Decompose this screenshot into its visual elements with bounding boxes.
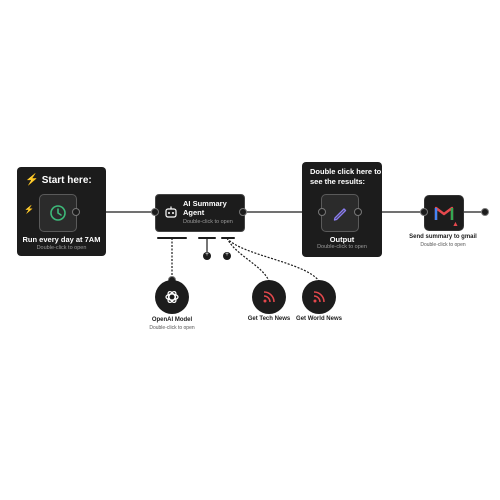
gmail-node[interactable] [424,195,464,231]
trigger-header: ⚡Start here: [25,173,92,186]
rss-icon [313,291,325,303]
gmail-title: Send summary to gmail [409,234,477,240]
output-node[interactable] [321,194,359,232]
output-header-line1: Double click here to [310,167,382,176]
output-header-line2: see the results: [310,177,366,186]
agent-model-port-bar[interactable] [157,237,187,239]
agent-subtitle: Double-click to open [183,219,233,225]
gmail-input-handle[interactable] [420,208,428,216]
connection-agent-tech [226,237,270,282]
agent-memory-add-port[interactable]: + [203,252,211,260]
rss-icon [263,291,275,303]
lightning-red-icon: ⚡ [24,205,34,214]
openai-icon [165,290,179,304]
world-news-tool-node[interactable] [302,280,336,314]
agent-memory-port-bar[interactable] [198,237,216,239]
agent-tool-add-port[interactable]: + [223,252,231,260]
output-input-handle[interactable] [318,208,326,216]
agent-title-line1: AI Summary [183,199,227,208]
agent-input-handle[interactable] [151,208,159,216]
warning-icon: ▲ [452,221,459,228]
output-title: Output [329,235,355,244]
bolt-icon: ⚡ [25,174,39,186]
model-title: OpenAI Model [151,317,193,323]
pen-icon [333,208,347,221]
plus-icon: + [225,252,229,258]
openai-model-node[interactable] [155,280,189,314]
tech-news-title: Get Tech News [247,316,291,322]
model-subtitle: Double-click to open [149,325,195,331]
gmail-subtitle: Double-click to open [420,242,466,248]
trigger-output-handle[interactable] [72,208,80,216]
trigger-header-label: Start here: [41,175,92,186]
output-subtitle: Double-click to open [317,244,367,250]
output-output-handle[interactable] [354,208,362,216]
gmail-icon [434,206,454,220]
robot-icon [165,206,177,218]
clock-icon [50,205,66,221]
trigger-title: Run every day at 7AM [22,235,101,244]
agent-tool-port-bar[interactable] [221,237,235,239]
trigger-subtitle: Double-click to open [36,245,87,251]
agent-output-handle[interactable] [239,208,247,216]
agent-title-line2: Agent [183,208,205,217]
gmail-output-handle[interactable] [481,208,489,216]
plus-icon: + [205,252,209,258]
tech-news-tool-node[interactable] [252,280,286,314]
world-news-title: Get World News [296,316,342,322]
